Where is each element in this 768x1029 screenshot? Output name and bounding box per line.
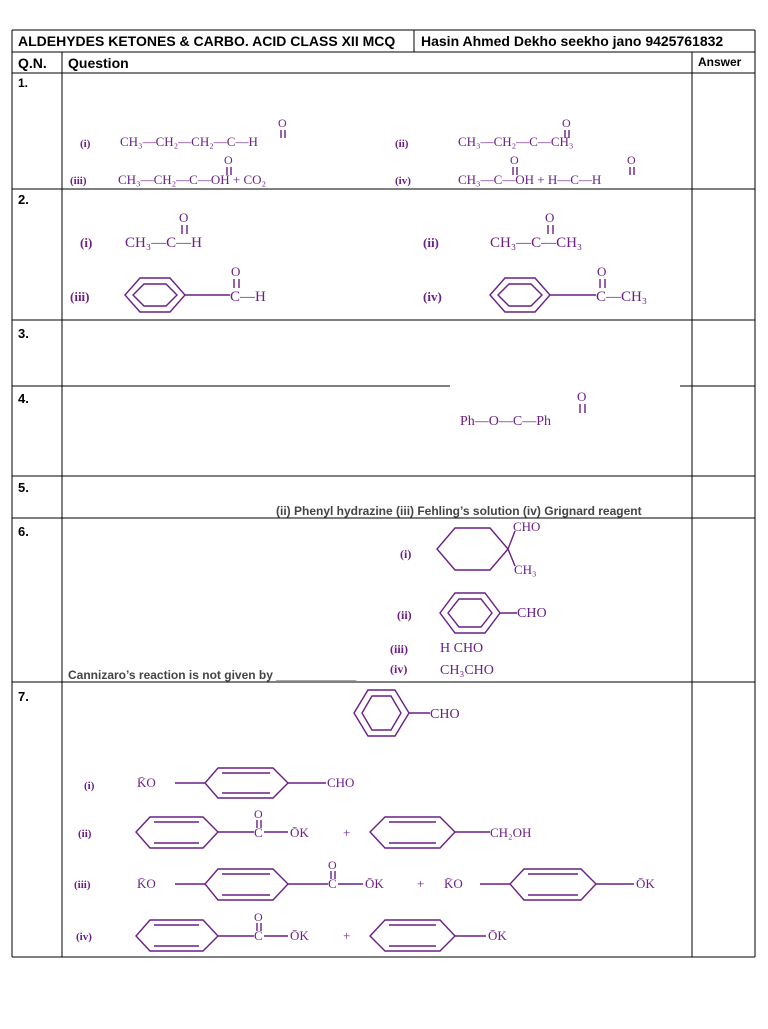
question-number: 7. xyxy=(18,689,29,704)
table-grid xyxy=(11,29,756,958)
carbonyl-oxygen: O xyxy=(224,153,233,167)
benzaldehyde-reactant xyxy=(353,689,430,737)
option-label: (iv) xyxy=(423,289,442,304)
option-label: (ii) xyxy=(395,138,409,150)
question-3: 3. xyxy=(18,326,29,341)
option-formula: CH₃—C—H xyxy=(125,235,202,251)
question-number: 2. xyxy=(18,192,29,207)
option-formula: CH₃—CH₂—C—CH₃ xyxy=(458,134,573,149)
carbonyl-oxygen: O xyxy=(328,858,337,872)
option-label: (iii) xyxy=(70,289,90,304)
question-7: 7. CHO (i) K̄O CHO (ii) C O ŌK xyxy=(18,689,655,952)
option-label: (ii) xyxy=(423,235,439,250)
question-number: 6. xyxy=(18,524,29,539)
option-label: (ii) xyxy=(397,608,412,622)
potassium-salt-group: ŌK xyxy=(488,928,507,943)
option-label: (iv) xyxy=(390,662,407,676)
option-formula: C—H xyxy=(230,289,266,305)
carbonyl-oxygen: O xyxy=(577,389,586,404)
option-formula: H CHO xyxy=(440,641,483,656)
plus-sign: + xyxy=(343,928,350,943)
question-2: 2. (i) CH₃—C—H O (ii) CH₃—C—CH₃ O (iii) … xyxy=(18,192,647,313)
plus-sign: + xyxy=(417,876,424,891)
benzene-ring xyxy=(135,919,254,952)
plus-sign: + xyxy=(343,825,350,840)
question-options-text: (ii) Phenyl hydrazine (iii) Fehling’s so… xyxy=(276,504,642,518)
question-text: Cannizaro’s reaction is not given by ___… xyxy=(68,668,357,682)
option-formula: CH₃CHO xyxy=(440,663,494,678)
column-header-answer: Answer xyxy=(698,55,742,69)
potassium-salt-group: ŌK xyxy=(636,876,655,891)
option-label: (iii) xyxy=(74,879,91,891)
methyl-group: CH₃ xyxy=(514,562,537,577)
question-number: 1. xyxy=(18,76,28,90)
potassium-oxide-group: K̄O xyxy=(137,775,156,790)
question-6: 6. (i) CHO CH₃ (ii) CHO (iii) H CHO Cann… xyxy=(18,519,547,682)
carbonyl-oxygen: O xyxy=(179,210,188,225)
carbonyl-oxygen: O xyxy=(545,210,554,225)
page-title: ALDEHYDES KETONES & CARBO. ACID CLASS XI… xyxy=(18,33,395,49)
aldehyde-group: CHO xyxy=(430,707,460,722)
benzene-ring xyxy=(369,919,486,952)
option-label: (iv) xyxy=(76,931,92,943)
benzene-ring xyxy=(369,816,490,849)
option-label: (iii) xyxy=(390,642,408,656)
option-label: (ii) xyxy=(78,828,92,840)
option-label: (i) xyxy=(84,780,95,792)
option-label: (i) xyxy=(80,235,92,250)
benzene-ring xyxy=(175,868,328,901)
aldehyde-group: CHO xyxy=(513,519,540,534)
carbonyl-oxygen: O xyxy=(278,116,287,130)
benzene-ring xyxy=(135,816,254,849)
author-contact: Hasin Ahmed Dekho seekho jano 9425761832 xyxy=(421,33,723,49)
carbonyl-oxygen: O xyxy=(510,153,519,167)
question-1: 1. (i) CH₃—CH₂—CH₂—C—H O (ii) CH₃—CH₂—C—… xyxy=(18,76,636,187)
benzene-ring xyxy=(489,277,596,313)
question-number: 3. xyxy=(18,326,29,341)
potassium-salt-group: ŌK xyxy=(290,825,309,840)
question-4: 4. Ph—O—C—Ph O xyxy=(18,389,586,429)
carbonyl-oxygen: O xyxy=(597,264,606,279)
option-label: (iii) xyxy=(70,175,87,187)
potassium-oxide-group: K̄O xyxy=(444,876,463,891)
aldehyde-group: CHO xyxy=(327,775,354,790)
carboxylate-carbon: C xyxy=(328,876,337,891)
question-5: 5. (ii) Phenyl hydrazine (iii) Fehling’s… xyxy=(18,480,642,518)
benzene-ring xyxy=(175,767,326,799)
benzene-ring xyxy=(480,868,634,901)
carboxylate-carbon: C xyxy=(254,928,263,943)
cyclohexane-ring xyxy=(436,527,516,571)
question-number: 4. xyxy=(18,391,29,406)
option-label: (i) xyxy=(400,547,411,561)
option-formula: CH₃—C—OH + H—C—H xyxy=(458,172,601,187)
benzene-ring xyxy=(124,277,230,313)
option-formula: CH₃—CH₂—CH₂—C—H xyxy=(120,134,258,149)
column-header-question: Question xyxy=(68,55,129,71)
benzene-ring xyxy=(439,592,517,634)
carbonyl-oxygen: O xyxy=(231,264,240,279)
aldehyde-group: CHO xyxy=(517,606,547,621)
option-formula: C—CH₃ xyxy=(596,289,647,305)
option-label: (iv) xyxy=(395,175,411,187)
question-number: 5. xyxy=(18,480,29,495)
carboxylate-carbon: C xyxy=(254,825,263,840)
potassium-salt-group: ŌK xyxy=(365,876,384,891)
option-formula: CH₃—CH₂—C—OH + CO₂ xyxy=(118,172,266,187)
carbonyl-oxygen: O xyxy=(254,910,263,924)
carbonyl-oxygen: O xyxy=(254,807,263,821)
phenyl-benzoate-formula: Ph—O—C—Ph xyxy=(460,414,551,429)
carbonyl-oxygen: O xyxy=(627,153,636,167)
column-header-qn: Q.N. xyxy=(18,55,47,71)
option-label: (i) xyxy=(80,138,91,150)
potassium-salt-group: ŌK xyxy=(290,928,309,943)
option-formula: CH₃—C—CH₃ xyxy=(490,235,582,251)
potassium-oxide-group: K̄O xyxy=(137,876,156,891)
hydroxymethyl-group: CH₂OH xyxy=(490,825,531,840)
carbonyl-oxygen: O xyxy=(562,116,571,130)
